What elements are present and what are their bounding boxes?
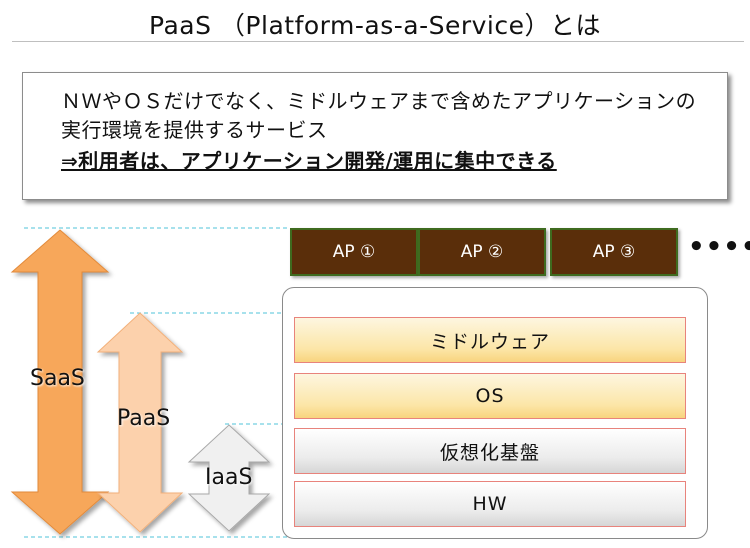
description-line-2: 実行環境を提供するサービス — [61, 118, 328, 142]
iaas-label: IaaS — [205, 465, 253, 490]
layer-middleware: ミドルウェア — [294, 317, 686, 363]
app-box-1: AP ① — [290, 228, 418, 276]
layer-os: OS — [294, 373, 686, 419]
layer-virtualization: 仮想化基盤 — [294, 428, 686, 474]
app-box-2: AP ② — [418, 228, 546, 276]
description-emphasis: ⇒利用者は、アプリケーション開発/運用に集中できる — [61, 149, 557, 173]
saas-label: SaaS — [30, 366, 85, 391]
more-apps-ellipsis: •••• — [688, 232, 750, 262]
layer-hardware: HW — [294, 481, 686, 527]
iaas-arrow — [187, 424, 271, 532]
saas-arrow — [10, 229, 110, 535]
paas-arrow — [96, 312, 184, 533]
paas-label: PaaS — [117, 406, 171, 431]
page-title: PaaS （Platform-as-a-Service）とは — [149, 11, 601, 40]
app-box-3: AP ③ — [550, 228, 678, 276]
title-divider — [12, 41, 744, 42]
description-line-1: ＮＷやＯＳだけでなく、ミドルウェアまで含めたアプリケーションの — [61, 89, 697, 113]
description-box: ＮＷやＯＳだけでなく、ミドルウェアまで含めたアプリケーションの 実行環境を提供す… — [22, 72, 728, 200]
